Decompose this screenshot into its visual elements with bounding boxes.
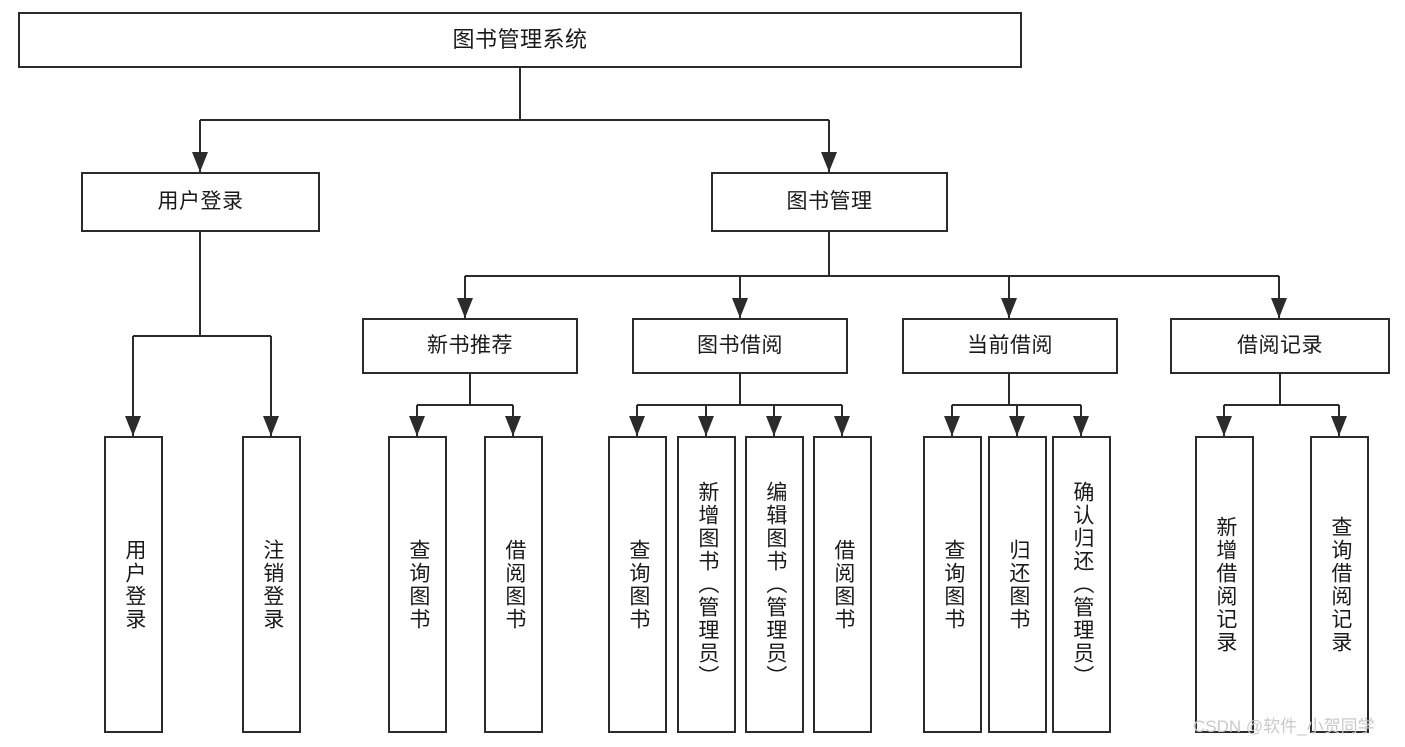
conn-book-manage-arrowhead-3 <box>1271 298 1287 318</box>
node-label-leaf-add-record: 新增借阅记录 <box>1213 515 1237 654</box>
conn-book-borrow-arrowhead-2 <box>766 416 782 436</box>
node-label-leaf-query-book-borrow: 查询图书 <box>626 538 650 631</box>
node-leaf-confirm-return[interactable]: 确认归还（管理员） <box>1052 436 1111 733</box>
node-label-leaf-borrow-book-rec: 借阅图书 <box>502 538 526 631</box>
node-label-borrow-record: 借阅记录 <box>1237 333 1323 357</box>
node-leaf-edit-book[interactable]: 编辑图书（管理员） <box>745 436 804 733</box>
conn-current-borrow-arrowhead-2 <box>1073 416 1089 436</box>
node-label-leaf-query-book-cur: 查询图书 <box>941 538 965 631</box>
node-leaf-return-book[interactable]: 归还图书 <box>988 436 1047 733</box>
node-leaf-query-record[interactable]: 查询借阅记录 <box>1310 436 1369 733</box>
node-label-leaf-borrow-book: 借阅图书 <box>831 538 855 631</box>
conn-borrow-record-arrowhead-0 <box>1216 416 1232 436</box>
conn-book-borrow-arrowhead-3 <box>834 416 850 436</box>
node-root[interactable]: 图书管理系统 <box>18 12 1022 68</box>
node-current-borrow[interactable]: 当前借阅 <box>902 318 1118 374</box>
node-label-book-manage: 图书管理 <box>786 189 873 213</box>
conn-book-manage-arrowhead-2 <box>1001 298 1017 318</box>
node-user-login[interactable]: 用户登录 <box>81 172 320 232</box>
conn-book-manage-arrowhead-1 <box>732 298 748 318</box>
node-label-root: 图书管理系统 <box>452 27 588 53</box>
node-label-new-book-rec: 新书推荐 <box>427 333 513 357</box>
node-leaf-borrow-book-rec[interactable]: 借阅图书 <box>484 436 543 733</box>
conn-new-book-rec-arrowhead-0 <box>409 416 425 436</box>
node-leaf-add-record[interactable]: 新增借阅记录 <box>1195 436 1254 733</box>
node-new-book-rec[interactable]: 新书推荐 <box>362 318 578 374</box>
node-leaf-user-login[interactable]: 用户登录 <box>104 436 163 733</box>
node-leaf-query-book-borrow[interactable]: 查询图书 <box>608 436 667 733</box>
node-leaf-add-book[interactable]: 新增图书（管理员） <box>677 436 736 733</box>
conn-user-login-arrowhead-0 <box>125 416 141 436</box>
node-leaf-query-book-rec[interactable]: 查询图书 <box>388 436 447 733</box>
conn-user-login-arrowhead-1 <box>263 416 279 436</box>
conn-root-arrowhead-1 <box>821 152 837 172</box>
node-label-leaf-add-book: 新增图书（管理员） <box>695 481 719 688</box>
node-label-leaf-user-login: 用户登录 <box>122 538 146 631</box>
node-label-leaf-return-book: 归还图书 <box>1006 538 1030 631</box>
conn-root-arrowhead-0 <box>192 152 208 172</box>
node-leaf-borrow-book[interactable]: 借阅图书 <box>813 436 872 733</box>
conn-current-borrow-arrowhead-1 <box>1009 416 1025 436</box>
node-label-leaf-query-book-rec: 查询图书 <box>406 538 430 631</box>
node-leaf-logout[interactable]: 注销登录 <box>242 436 301 733</box>
node-label-leaf-edit-book: 编辑图书（管理员） <box>763 481 787 688</box>
conn-new-book-rec-arrowhead-1 <box>505 416 521 436</box>
node-borrow-record[interactable]: 借阅记录 <box>1170 318 1390 374</box>
node-leaf-query-book-cur[interactable]: 查询图书 <box>923 436 982 733</box>
node-label-leaf-query-record: 查询借阅记录 <box>1328 515 1352 654</box>
node-label-leaf-logout: 注销登录 <box>260 538 284 631</box>
node-label-user-login: 用户登录 <box>157 189 244 213</box>
conn-current-borrow-arrowhead-0 <box>944 416 960 436</box>
node-label-current-borrow: 当前借阅 <box>967 333 1053 357</box>
node-book-manage[interactable]: 图书管理 <box>711 172 948 232</box>
node-label-book-borrow: 图书借阅 <box>697 333 783 357</box>
node-label-leaf-confirm-return: 确认归还（管理员） <box>1070 481 1094 688</box>
conn-borrow-record-arrowhead-1 <box>1331 416 1347 436</box>
node-book-borrow[interactable]: 图书借阅 <box>632 318 848 374</box>
conn-book-manage-arrowhead-0 <box>457 298 473 318</box>
conn-book-borrow-arrowhead-0 <box>629 416 645 436</box>
conn-book-borrow-arrowhead-1 <box>698 416 714 436</box>
